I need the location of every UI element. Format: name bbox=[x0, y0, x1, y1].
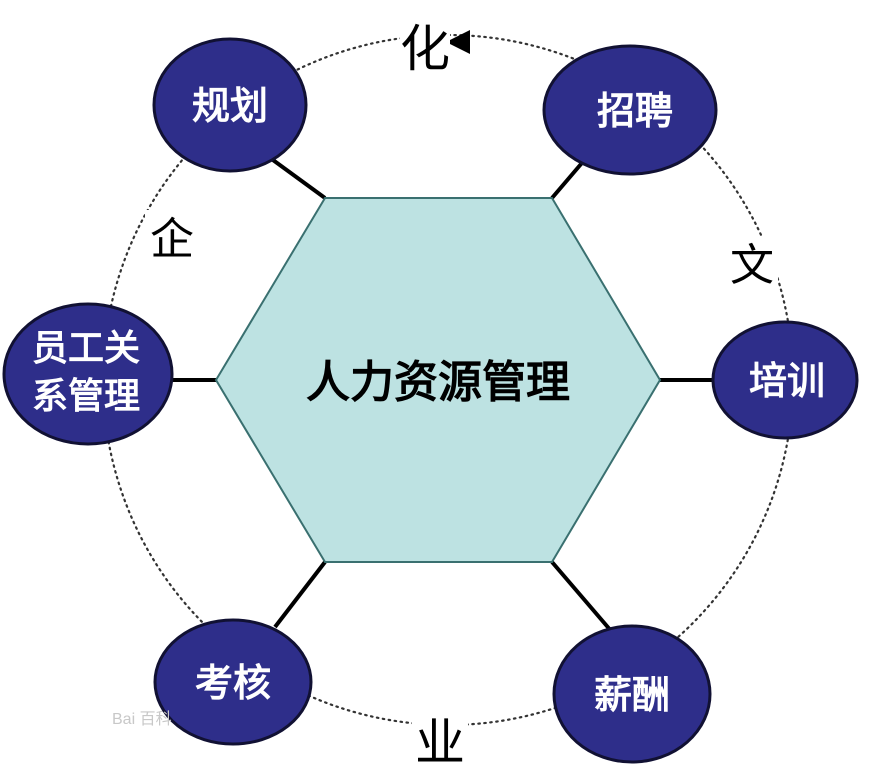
node-circle bbox=[2, 302, 174, 446]
ring-arrow-icon bbox=[446, 30, 470, 54]
node-recruitment-label: 招聘 bbox=[597, 89, 673, 133]
connector-appraisal bbox=[273, 560, 327, 629]
node-circle bbox=[552, 624, 712, 764]
node-circle bbox=[711, 320, 859, 440]
node-circle bbox=[542, 44, 718, 176]
node-circle bbox=[153, 618, 313, 746]
node-employee-relations-label-line1: 员工关 bbox=[32, 328, 140, 369]
ring-text: 化 企 文 业 bbox=[145, 18, 778, 772]
node-appraisal: 考核 bbox=[153, 618, 313, 746]
watermark: Bai 百科 bbox=[112, 710, 172, 728]
node-circle bbox=[152, 37, 308, 173]
node-planning: 规划 bbox=[152, 37, 308, 173]
node-compensation-label: 薪酬 bbox=[594, 673, 670, 717]
connectors bbox=[168, 148, 716, 634]
ring-char-3: 文 bbox=[730, 240, 774, 291]
ring-char-4: 化 bbox=[400, 20, 450, 78]
connector-compensation bbox=[550, 560, 614, 634]
node-employee-relations: 员工关 系管理 bbox=[2, 302, 174, 446]
ring-char-1: 企 bbox=[150, 214, 194, 265]
center-label: 人力资源管理 bbox=[306, 357, 570, 408]
node-training: 培训 bbox=[711, 320, 859, 440]
node-employee-relations-label-line2: 系管理 bbox=[32, 376, 140, 417]
node-planning-label: 规划 bbox=[192, 84, 268, 128]
ring-char-2: 业 bbox=[415, 714, 465, 772]
node-recruitment: 招聘 bbox=[542, 44, 718, 176]
node-training-label: 培训 bbox=[749, 359, 825, 403]
node-compensation: 薪酬 bbox=[552, 624, 712, 764]
center-hexagon bbox=[214, 197, 662, 563]
node-appraisal-label: 考核 bbox=[195, 661, 271, 705]
